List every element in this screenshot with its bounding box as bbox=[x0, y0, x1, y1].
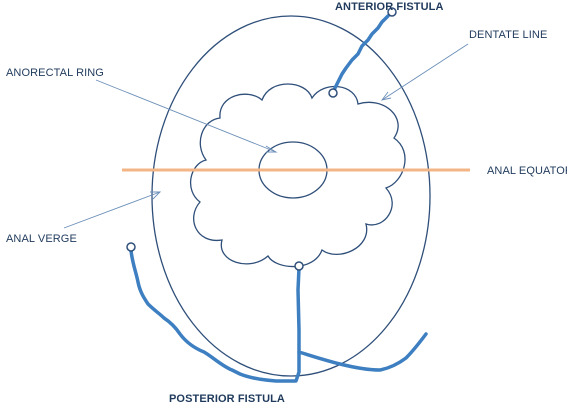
anterior-fistula-external-opening bbox=[387, 7, 397, 17]
posterior-fistula-tract bbox=[129, 248, 301, 383]
anterior-fistula-tract bbox=[332, 14, 390, 92]
anal-verge-ellipse bbox=[151, 15, 431, 377]
posterior-fistula-internal-opening bbox=[294, 261, 304, 271]
anal-verge-label: ANAL VERGE bbox=[6, 233, 77, 245]
dentate-line-pointer bbox=[381, 43, 469, 101]
anorectal-ring-pointer bbox=[95, 79, 277, 153]
anal-verge-pointer bbox=[63, 191, 161, 229]
pointer-lines bbox=[63, 43, 469, 229]
anterior-fistula-internal-opening bbox=[328, 88, 338, 98]
anal-verge-arrowhead bbox=[150, 191, 162, 200]
anal-equator-label: ANAL EQUATOR bbox=[487, 165, 567, 177]
dentate-line-arrowhead bbox=[380, 91, 392, 101]
posterior-fistula-external-opening bbox=[126, 242, 136, 252]
posterior-fistula-branch bbox=[297, 332, 428, 372]
anterior-fistula-label: ANTERIOR FISTULA bbox=[335, 1, 444, 13]
posterior-fistula-label: POSTERIOR FISTULA bbox=[169, 393, 285, 405]
anorectal-ring-arrowhead bbox=[265, 145, 278, 153]
dentate-line-label: DENTATE LINE bbox=[469, 29, 547, 41]
anorectal-ring-label: ANORECTAL RING bbox=[6, 67, 104, 79]
dentate-line-outline bbox=[189, 83, 406, 268]
